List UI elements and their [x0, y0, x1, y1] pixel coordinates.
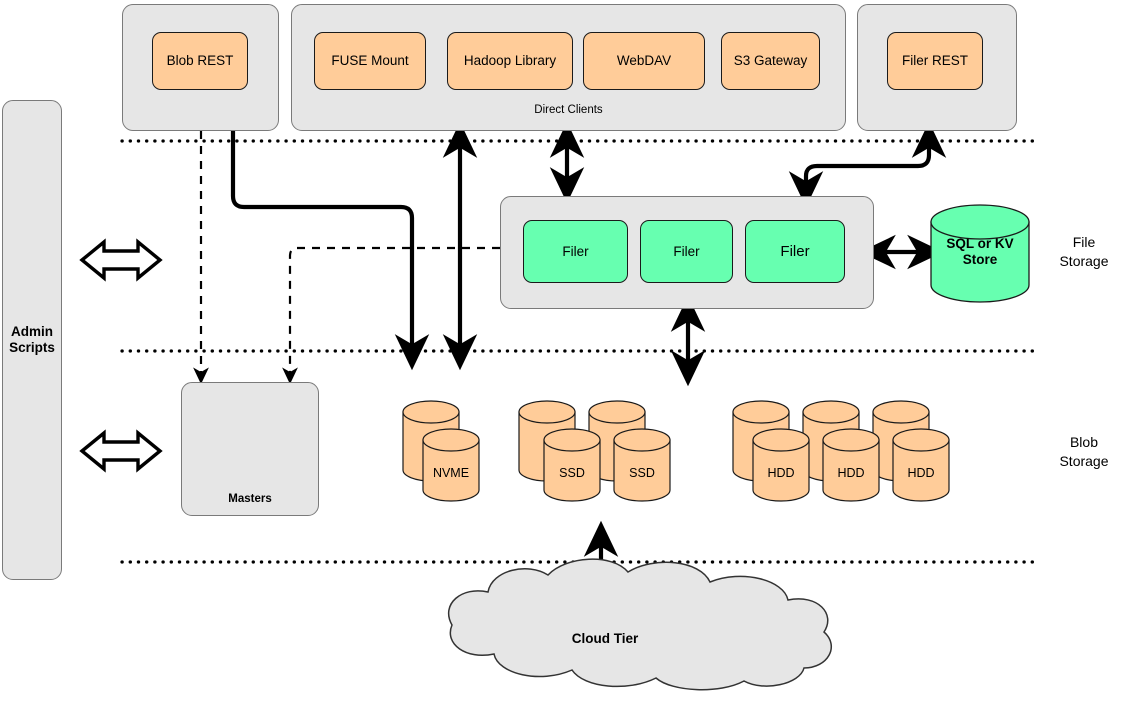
disk-hdd-front-2 [822, 428, 880, 502]
node-blob-rest[interactable]: Blob REST [152, 32, 248, 90]
admin-scripts-box[interactable]: Admin Scripts [2, 100, 62, 580]
node-filer-2[interactable]: Filer [640, 220, 733, 283]
blobrest-to-blobstorage-connector [230, 131, 430, 371]
direct-clients-caption: Direct Clients [534, 104, 603, 116]
disk-label-nvme: NVME [432, 466, 470, 480]
filer-to-masters-dashed [282, 246, 500, 385]
disk-ssd-front-1 [543, 428, 601, 502]
disk-hdd-front-1 [752, 428, 810, 502]
disk-label-ssd-1: SSD [559, 466, 585, 480]
disk-cylinders [402, 400, 950, 502]
admin-to-filestorage-arrow [79, 238, 163, 282]
admin-to-blobstorage-arrow [79, 429, 163, 473]
disk-ssd-front-2 [613, 428, 671, 502]
cloud-tier-label: Cloud Tier [571, 631, 639, 647]
metadata-store-label: SQL or KV Store [946, 236, 1014, 267]
disk-label-ssd-2: SSD [629, 466, 655, 480]
masters-group [181, 382, 319, 516]
disk-label-hdd-2: HDD [837, 466, 865, 480]
disk-label-hdd-1: HDD [767, 466, 795, 480]
node-filer-3[interactable]: Filer [745, 220, 845, 283]
disk-label-hdd-3: HDD [907, 466, 935, 480]
masters-label: Masters [228, 493, 272, 505]
node-fuse-mount[interactable]: FUSE Mount [314, 32, 426, 90]
admin-scripts-label: Admin Scripts [9, 324, 55, 355]
node-filer-1[interactable]: Filer [523, 220, 628, 283]
filerrest-to-filer-arrow [788, 121, 947, 208]
node-hadoop-library[interactable]: Hadoop Library [447, 32, 573, 90]
node-filer-rest[interactable]: Filer REST [887, 32, 983, 90]
tier-label-blob-storage: Blob Storage [1059, 434, 1109, 469]
cloud-tier-shape [447, 558, 833, 691]
metadata-store-cylinder [930, 204, 1030, 303]
node-webdav[interactable]: WebDAV [583, 32, 705, 90]
node-s3-gateway[interactable]: S3 Gateway [721, 32, 820, 90]
tier-label-file-storage: File Storage [1059, 234, 1109, 269]
disk-nvme-front [422, 428, 480, 502]
disk-hdd-front-3 [892, 428, 950, 502]
